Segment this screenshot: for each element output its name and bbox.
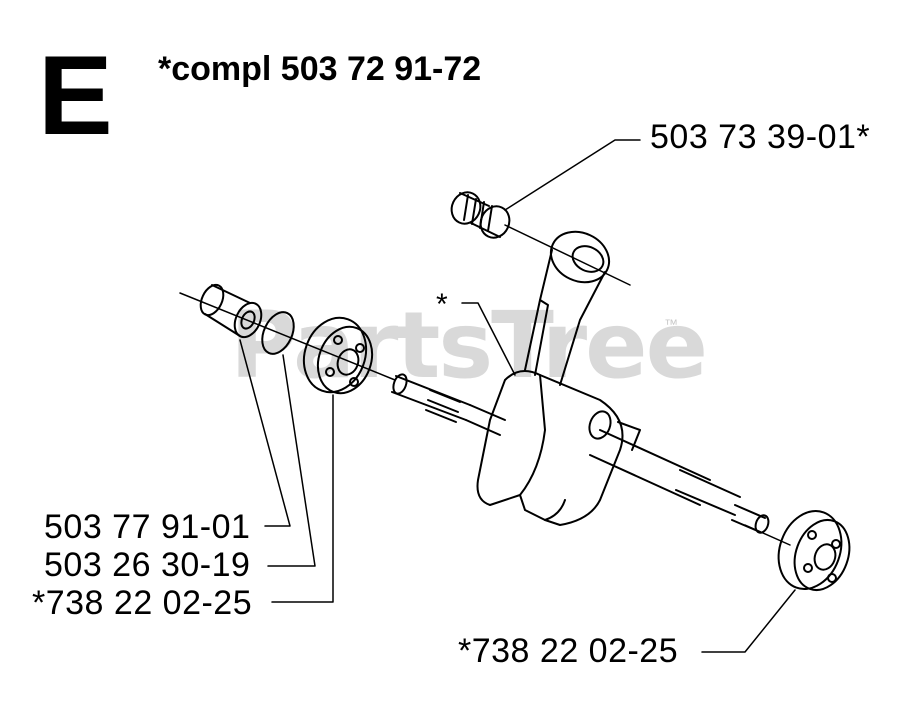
connecting-rod-shape — [524, 230, 611, 386]
assembly-label: *compl 503 72 91-72 — [158, 50, 482, 88]
leader-needle-bearing — [504, 139, 641, 211]
part-number-bearing-sleeve[interactable]: 503 77 91-01 — [44, 508, 251, 546]
axis-line-top — [504, 224, 631, 286]
leader-bearing-sleeve — [239, 339, 291, 527]
ball-bearing-right-shape — [777, 510, 851, 591]
circlip-shape — [261, 311, 295, 355]
ball-bearing-left-shape — [302, 316, 374, 395]
part-number-needle-bearing[interactable]: 503 73 39-01* — [650, 118, 871, 156]
leader-ball-bearing-left — [271, 394, 334, 603]
part-number-circlip[interactable]: 503 26 30-19 — [44, 546, 251, 584]
leader-crankshaft — [461, 302, 516, 376]
leader-circlip — [267, 354, 316, 567]
watermark-trademark: ™ — [664, 316, 678, 332]
part-number-ball-bearing-left[interactable]: *738 22 02-25 — [32, 584, 253, 622]
crankshaft-shape — [391, 370, 770, 534]
crankshaft-marker: * — [436, 288, 448, 321]
axis-line-left — [179, 292, 396, 381]
section-letter: E — [38, 33, 113, 158]
leader-ball-bearing-right — [701, 589, 796, 653]
part-number-ball-bearing-right[interactable]: *738 22 02-25 — [458, 632, 679, 670]
bearing-sleeve-shape — [199, 283, 263, 339]
needle-bearing-shape — [450, 191, 511, 239]
